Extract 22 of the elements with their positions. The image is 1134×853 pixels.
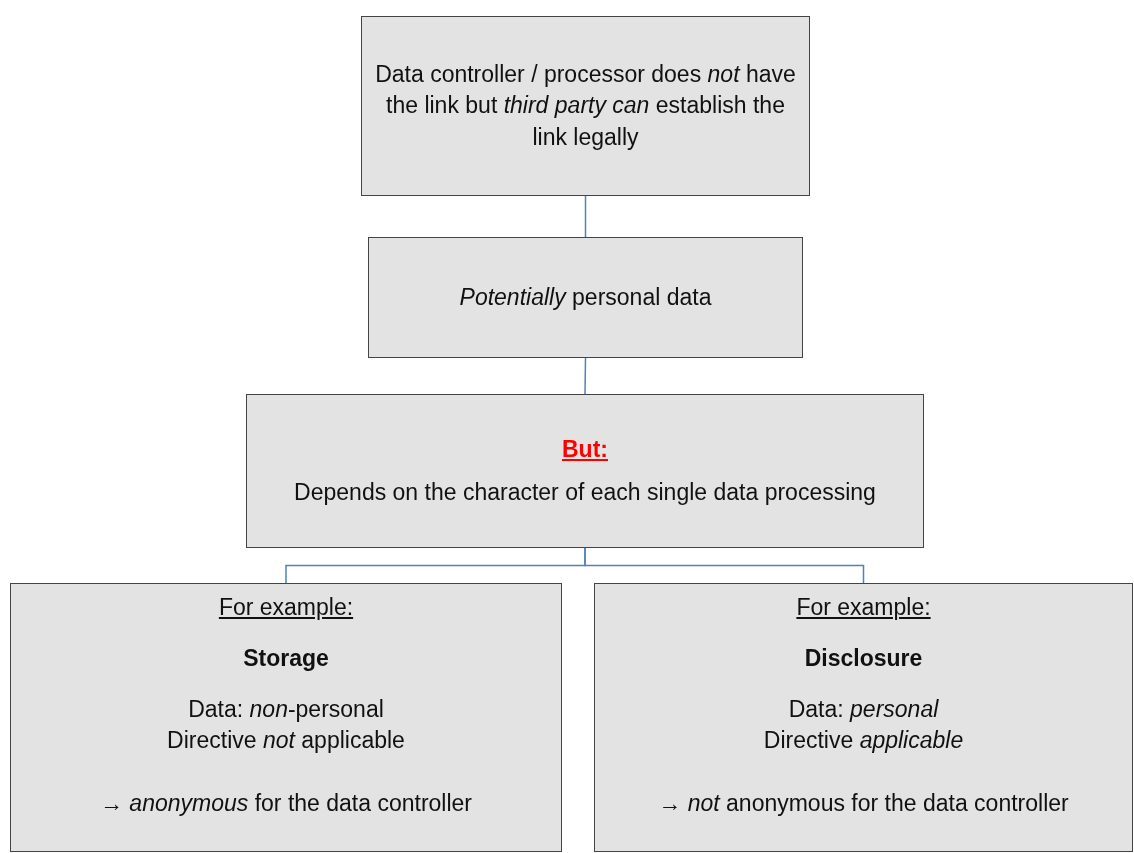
body-text: Directive not applicable: [167, 726, 405, 756]
box-text: Data controller / processor does not have the link but third party can establish the link legally: [374, 60, 797, 152]
body-text: Data: personal: [788, 695, 939, 725]
connector-line: [584, 357, 587, 395]
heading-text: For example:: [796, 593, 931, 622]
connector-line: [584, 195, 587, 238]
text-box: [368, 237, 803, 358]
text-box: [361, 16, 810, 196]
body-text: Directive applicable: [763, 726, 964, 756]
title-text: Disclosure: [804, 644, 923, 674]
text-box: [246, 394, 924, 548]
heading-text: For example:: [218, 593, 354, 622]
conclusion-text: → not anonymous for the data controller: [658, 789, 1069, 819]
text-box: [594, 583, 1133, 852]
connector-line: [584, 547, 865, 584]
text-box: [10, 583, 562, 852]
heading-text: But:: [562, 434, 608, 464]
title-text: Storage: [243, 644, 329, 674]
body-text: Data: non-personal: [188, 695, 384, 725]
conclusion-text: → anonymous for the data controller: [99, 789, 472, 819]
box-text: Potentially personal data: [459, 282, 712, 312]
box-text: Depends on the character of each single data processing: [294, 478, 876, 507]
